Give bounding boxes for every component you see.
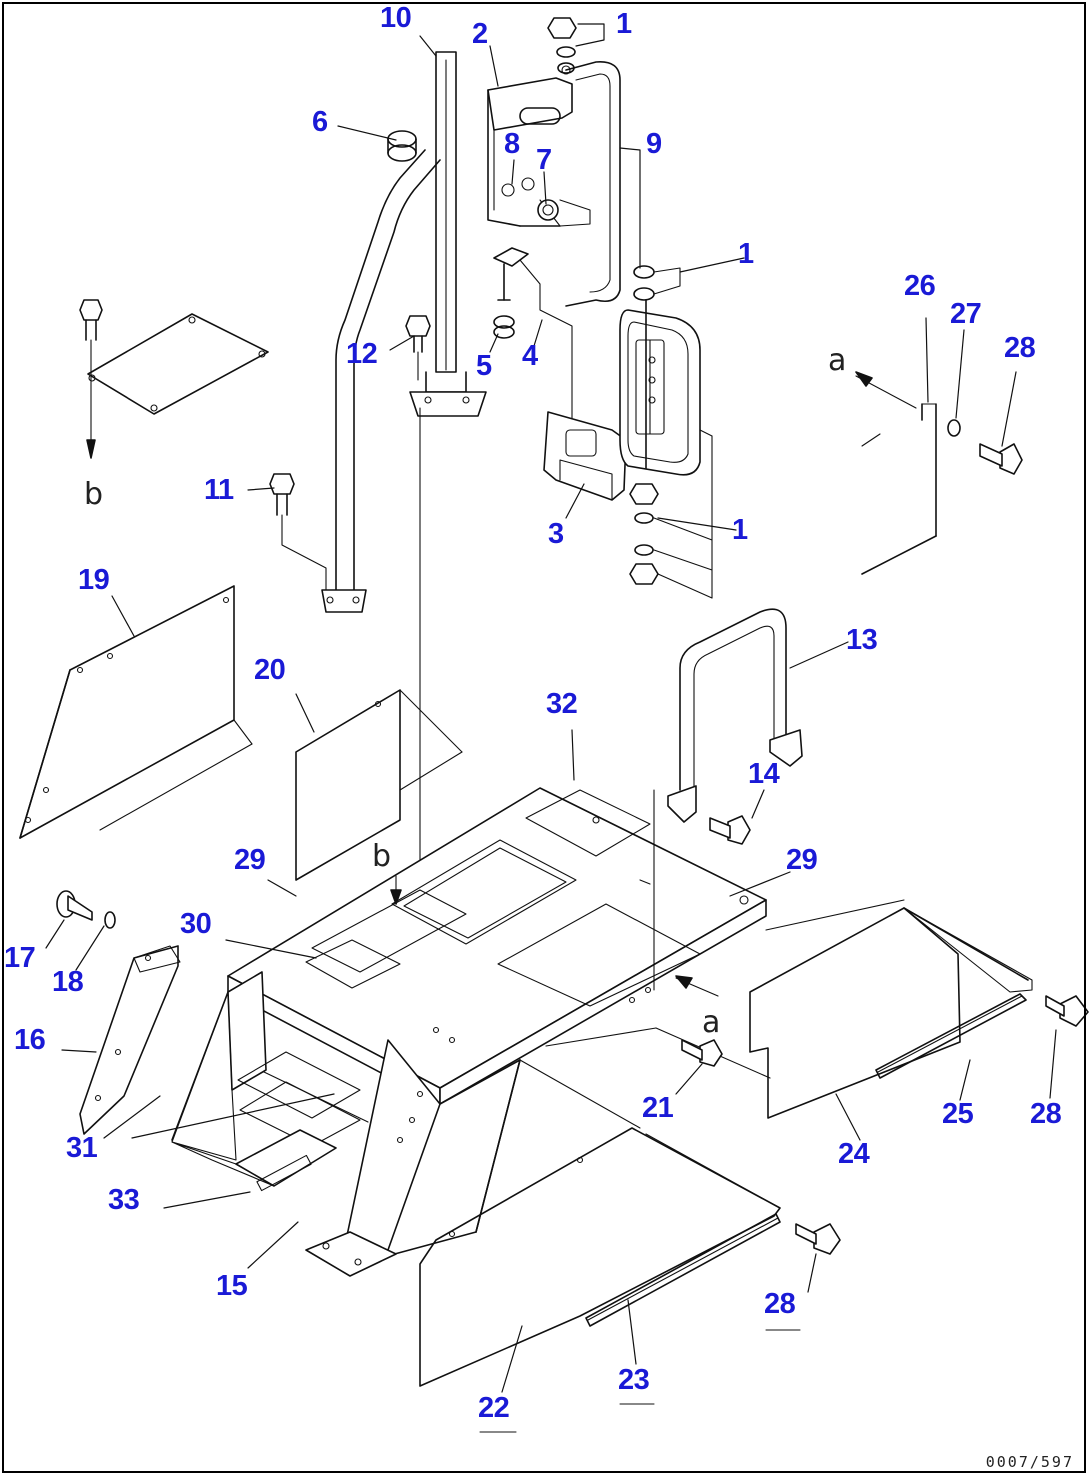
clamp-6 bbox=[387, 130, 417, 162]
drawing-code: 0007/597 bbox=[985, 1453, 1074, 1471]
view-arrow-a-bottom bbox=[675, 975, 719, 997]
callout-6: 6 bbox=[312, 106, 328, 138]
callout-8: 8 bbox=[504, 128, 520, 160]
plate-16 bbox=[79, 945, 181, 1135]
callout-24: 24 bbox=[838, 1138, 870, 1170]
callout-22: 22 bbox=[478, 1392, 510, 1424]
view-letter-b-top: b bbox=[84, 477, 104, 512]
bolt-28-bottom bbox=[795, 1223, 841, 1255]
callout-28-top: 28 bbox=[1004, 332, 1036, 364]
callout-14: 14 bbox=[748, 758, 780, 790]
mirror-bracket-2 bbox=[487, 77, 591, 227]
callout-5: 5 bbox=[476, 350, 492, 382]
post-10 bbox=[409, 51, 487, 1056]
link-plate-4 bbox=[493, 247, 573, 441]
callout-13: 13 bbox=[846, 624, 878, 656]
callout-2: 2 bbox=[472, 18, 488, 50]
callout-31: 31 bbox=[66, 1132, 98, 1164]
panel-26 bbox=[861, 403, 1023, 575]
leader-lines bbox=[45, 23, 1057, 1393]
callout-11: 11 bbox=[204, 474, 234, 506]
callout-10: 10 bbox=[380, 2, 412, 34]
bolt-14 bbox=[709, 815, 751, 845]
nut-washer-1-low bbox=[629, 483, 713, 599]
callout-29-left: 29 bbox=[234, 844, 266, 876]
callout-27: 27 bbox=[950, 298, 982, 330]
callout-25: 25 bbox=[942, 1098, 974, 1130]
callout-12: 12 bbox=[346, 338, 378, 370]
cover-19 bbox=[19, 585, 253, 839]
callout-9: 9 bbox=[646, 128, 662, 160]
frame-15 bbox=[171, 787, 771, 1277]
bolt-11 bbox=[269, 473, 327, 591]
cover-plate-b bbox=[79, 299, 269, 459]
view-arrow-b-bottom bbox=[390, 875, 402, 905]
cover-24 bbox=[639, 879, 1033, 1119]
view-letter-a-bottom: a bbox=[702, 1005, 721, 1040]
view-letter-a-top: a bbox=[828, 343, 847, 378]
callout-16: 16 bbox=[14, 1024, 46, 1056]
callout-29-right: 29 bbox=[786, 844, 818, 876]
callout-17: 17 bbox=[4, 942, 36, 974]
callout-4: 4 bbox=[522, 340, 538, 372]
callout-18: 18 bbox=[52, 966, 84, 998]
callout-33: 33 bbox=[108, 1184, 140, 1216]
callout-3: 3 bbox=[548, 518, 564, 550]
callout-1-mid: 1 bbox=[738, 238, 754, 270]
bolt-17-washer-18 bbox=[56, 890, 116, 929]
callout-26: 26 bbox=[904, 270, 936, 302]
callout-7: 7 bbox=[536, 144, 552, 176]
callout-28-right: 28 bbox=[1030, 1098, 1062, 1130]
bolt-12 bbox=[405, 315, 431, 381]
callout-30: 30 bbox=[180, 908, 212, 940]
callout-20: 20 bbox=[254, 654, 286, 686]
bracket-3 bbox=[543, 411, 627, 501]
mirror-9 bbox=[561, 61, 621, 307]
callout-19: 19 bbox=[78, 564, 110, 596]
callout-1-top: 1 bbox=[616, 8, 632, 40]
cover-20 bbox=[295, 689, 463, 881]
view-letter-b-bottom: b bbox=[372, 839, 392, 874]
handrail-pipe bbox=[321, 149, 441, 613]
handle-13 bbox=[667, 608, 803, 823]
callout-15: 15 bbox=[216, 1270, 248, 1302]
bolt-21 bbox=[681, 1039, 723, 1067]
callout-21: 21 bbox=[642, 1092, 674, 1124]
nut-washer-1-top bbox=[547, 17, 577, 74]
callout-32: 32 bbox=[546, 688, 578, 720]
callout-1-low: 1 bbox=[732, 514, 748, 546]
callout-28-bottom: 28 bbox=[764, 1288, 796, 1320]
view-arrow-a-top bbox=[855, 371, 917, 409]
callout-23: 23 bbox=[618, 1364, 650, 1396]
bolt-28-right bbox=[1045, 995, 1089, 1027]
mirror-right bbox=[619, 299, 713, 599]
cover-22 bbox=[419, 1127, 781, 1387]
nut-washer-1-mid bbox=[633, 265, 681, 301]
